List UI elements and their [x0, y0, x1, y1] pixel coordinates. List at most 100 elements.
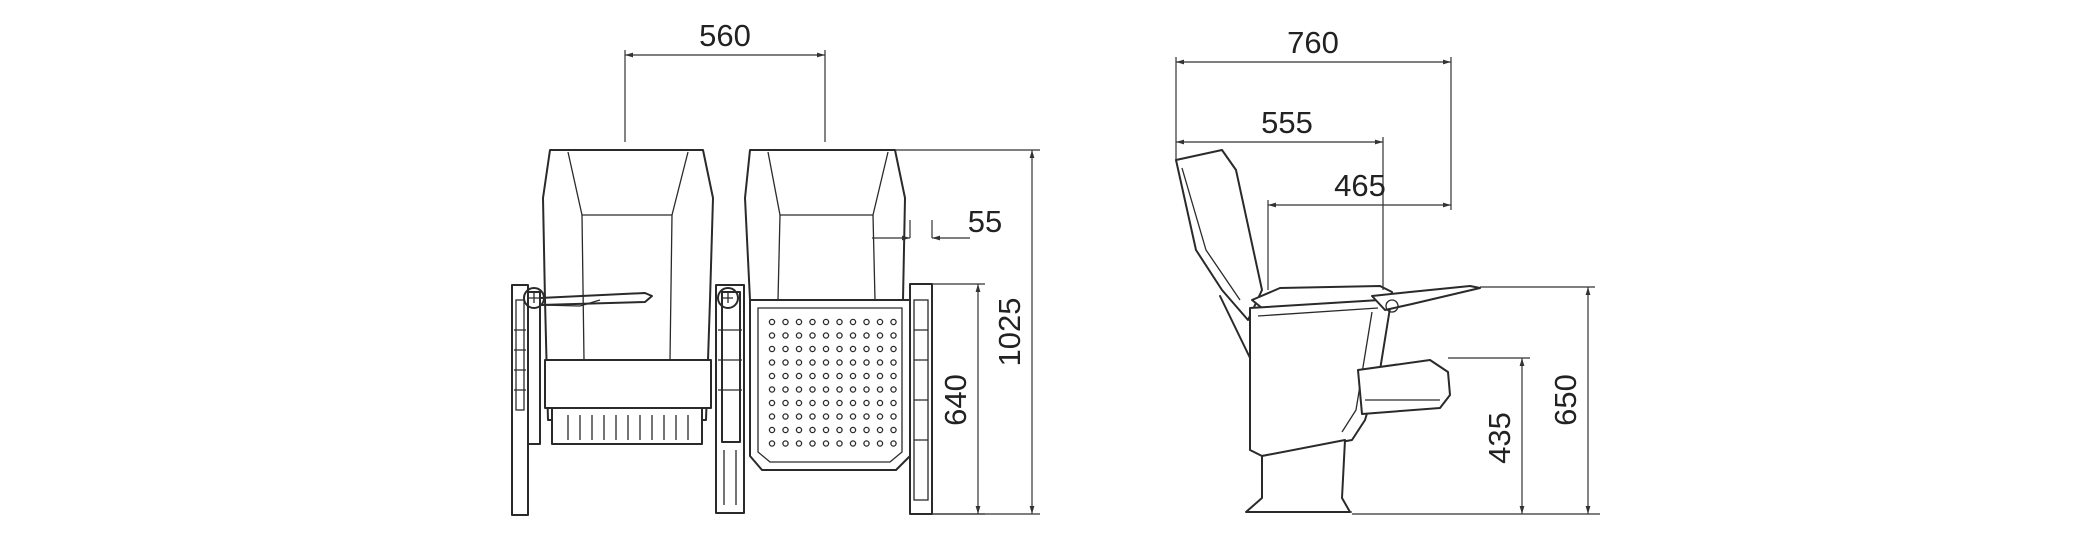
- perforation-hole: [849, 426, 857, 434]
- perforation-hole: [849, 413, 857, 420]
- perforation-hole: [795, 332, 803, 339]
- perforation-hole: [890, 399, 897, 407]
- perforation-hole: [876, 399, 884, 407]
- perforation-hole: [863, 386, 870, 393]
- perforation-hole: [863, 413, 870, 420]
- perforation-hole: [876, 413, 884, 420]
- perforation-hole: [822, 399, 830, 407]
- side-tablet: [1371, 285, 1481, 313]
- perforation-hole: [768, 413, 776, 420]
- perforation-hole: [809, 359, 816, 366]
- dimension-label-seat-depth: 555: [1261, 105, 1313, 140]
- perforation-hole: [890, 440, 897, 447]
- perforation-hole: [890, 426, 897, 434]
- dimension-label-seat-pitch: 560: [699, 18, 751, 53]
- perforation-hole: [809, 399, 816, 407]
- perforation-hole: [836, 440, 843, 447]
- perforation-hole: [795, 440, 803, 447]
- perforation-hole: [795, 345, 803, 353]
- dimension-label-table-height: 650: [1548, 374, 1583, 426]
- perforation-hole: [795, 399, 803, 407]
- dimension-555: 555: [1176, 105, 1384, 290]
- perforation-hole: [782, 359, 789, 366]
- perforation-hole: [849, 359, 857, 366]
- perforation-hole: [768, 440, 776, 447]
- perforation-hole: [836, 318, 843, 326]
- perforation-hole: [782, 413, 789, 420]
- dimension-435: 435: [1352, 357, 1600, 515]
- perforation-hole: [782, 440, 789, 447]
- perforation-hole: [863, 345, 870, 353]
- perforation-hole: [849, 386, 857, 393]
- dimension-label-overall-depth: 760: [1287, 25, 1339, 60]
- perforation-hole: [890, 318, 897, 326]
- perforation-hole: [822, 359, 830, 366]
- perforation-hole: [782, 345, 789, 353]
- perforation-hole: [809, 426, 816, 434]
- perforation-hole: [890, 386, 897, 393]
- perforation-hole: [849, 332, 857, 339]
- dimension-560: 560: [624, 18, 826, 142]
- perforation-hole: [836, 399, 843, 407]
- perforation-hole: [876, 318, 884, 326]
- perforation-hole: [822, 345, 830, 353]
- dimension-label-folded-depth: 465: [1334, 168, 1386, 203]
- perforation-hole: [890, 413, 897, 420]
- perforation-hole: [890, 345, 897, 353]
- perforation-hole: [849, 440, 857, 447]
- perforation-hole: [768, 399, 776, 407]
- perforation-hole: [782, 318, 789, 326]
- perforation-holes: [768, 318, 897, 447]
- left-seat: [539, 149, 714, 445]
- perforation-hole: [863, 372, 870, 380]
- perforation-hole: [863, 332, 870, 339]
- perforation-hole: [836, 345, 843, 353]
- perforation-hole: [795, 359, 803, 366]
- perforation-hole: [809, 372, 816, 380]
- left-standard: [511, 284, 545, 516]
- perforation-hole: [876, 440, 884, 447]
- perforation-hole: [876, 426, 884, 434]
- perforation-hole: [836, 426, 843, 434]
- perforation-hole: [822, 386, 830, 393]
- dimension-label-seat-height: 435: [1482, 412, 1517, 464]
- side-armrest: [1249, 299, 1391, 457]
- perforation-hole: [890, 359, 897, 366]
- perforation-hole: [822, 413, 830, 420]
- perforation-hole: [795, 413, 803, 420]
- perforation-hole: [809, 386, 816, 393]
- perforation-hole: [782, 332, 789, 339]
- right-seat: [744, 149, 911, 471]
- perforation-hole: [822, 372, 830, 380]
- perforation-hole: [863, 399, 870, 407]
- perforation-hole: [890, 332, 897, 339]
- perforation-hole: [836, 372, 843, 380]
- dimension-label-armrest-width: 55: [968, 204, 1002, 239]
- perforation-hole: [876, 372, 884, 380]
- perforation-hole: [836, 359, 843, 366]
- perforation-hole: [768, 345, 776, 353]
- perforation-hole: [782, 386, 789, 393]
- perforation-hole: [782, 399, 789, 407]
- perforation-hole: [768, 386, 776, 393]
- middle-standard: [715, 284, 745, 514]
- side-view: 760 555 465 435 650: [1175, 25, 1600, 515]
- perforation-hole: [822, 440, 830, 447]
- perforation-hole: [768, 372, 776, 380]
- perforation-hole: [849, 318, 857, 326]
- perforation-hole: [876, 332, 884, 339]
- perforation-hole: [863, 426, 870, 434]
- dimension-465: 465: [1267, 168, 1451, 290]
- perforation-hole: [809, 318, 816, 326]
- dimension-640: 640: [932, 283, 985, 515]
- perforation-hole: [768, 426, 776, 434]
- front-view: 560 55 640 1025: [511, 18, 1040, 516]
- right-standard: [909, 283, 933, 515]
- perforation-hole: [836, 332, 843, 339]
- perforation-hole: [782, 426, 789, 434]
- perforation-hole: [822, 318, 830, 326]
- dimension-1025: 1025: [895, 149, 1040, 515]
- perforation-hole: [768, 359, 776, 366]
- perforation-hole: [768, 332, 776, 339]
